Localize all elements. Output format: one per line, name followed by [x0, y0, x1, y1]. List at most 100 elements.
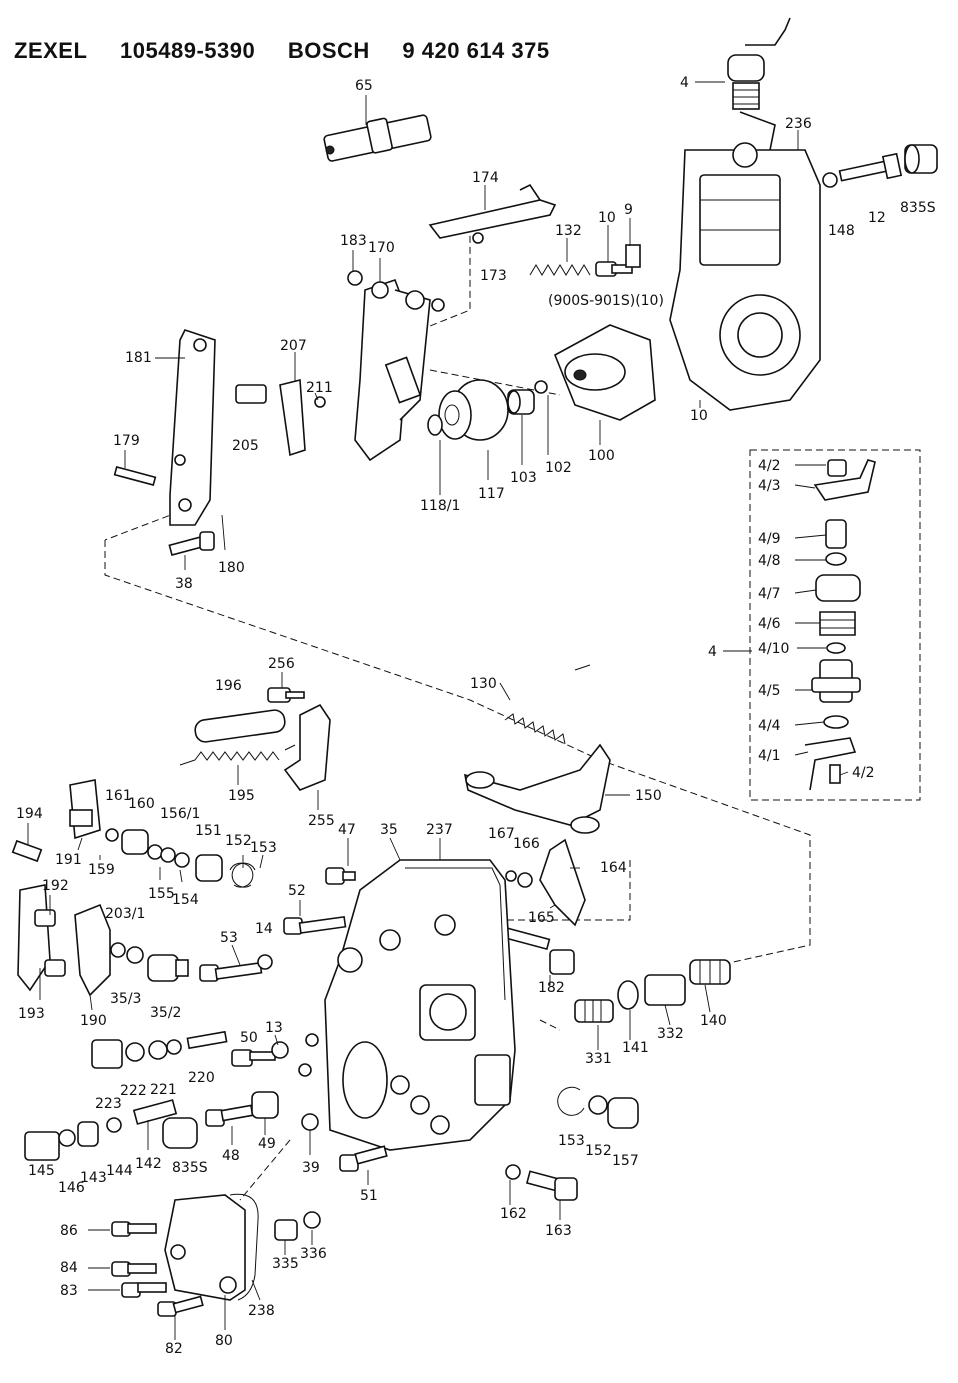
label-160: 160: [128, 796, 155, 812]
right-valve-parts: [574, 959, 731, 1023]
brand-zexel: ZEXEL: [14, 38, 88, 63]
part-48-bolt: [205, 1104, 254, 1127]
label-53: 53: [220, 930, 238, 946]
part-labels: 65 4 236 835S 12 148 174 183 170 173 132…: [16, 75, 936, 1357]
part-255-bracket: [283, 703, 331, 791]
label-4-2-bottom: 4/2: [852, 765, 875, 781]
bosch-part-number: 9 420 614 375: [402, 38, 550, 63]
left-fitting-stack: [91, 1030, 228, 1069]
label-51: 51: [360, 1188, 378, 1204]
label-141: 141: [622, 1040, 649, 1056]
governor-detail-box: [749, 449, 921, 801]
label-144: 144: [106, 1163, 133, 1179]
label-35-3: 35/3: [110, 991, 141, 1007]
label-100: 100: [588, 448, 615, 464]
label-4-4: 4/4: [758, 718, 781, 734]
label-50: 50: [240, 1030, 258, 1046]
label-4-main: 4: [708, 644, 717, 660]
label-238: 238: [248, 1303, 275, 1319]
label-335: 335: [272, 1256, 299, 1272]
part-207-plate: [235, 378, 326, 457]
part-117-sleeve: [438, 379, 509, 441]
label-835s-bottom: 835S: [172, 1160, 208, 1176]
part-118-1-washer: [427, 414, 443, 436]
label-49: 49: [258, 1136, 276, 1152]
label-4-6: 4/6: [758, 616, 781, 632]
label-145: 145: [28, 1163, 55, 1179]
part-35-3-nut: [126, 946, 144, 964]
part-132-spring: [529, 264, 591, 276]
label-65: 65: [355, 78, 373, 94]
part-53-bolt: [199, 954, 273, 982]
label-80: 80: [215, 1333, 233, 1349]
label-336: 336: [300, 1246, 327, 1262]
zexel-part-number: 105489-5390: [120, 38, 256, 63]
label-195: 195: [228, 788, 255, 804]
label-102: 102: [545, 460, 572, 476]
label-332: 332: [657, 1026, 684, 1042]
label-35: 35: [380, 822, 398, 838]
label-142: 142: [135, 1156, 162, 1172]
label-4-1: 4/1: [758, 748, 781, 764]
label-4-7: 4/7: [758, 586, 781, 602]
part-162-washer: [505, 1164, 521, 1180]
label-222: 222: [120, 1083, 147, 1099]
label-166: 166: [513, 836, 540, 852]
part-47-bolt: [325, 867, 356, 885]
label-146: 146: [58, 1180, 85, 1196]
label-152-top: 152: [225, 833, 252, 849]
label-4-9: 4/9: [758, 531, 781, 547]
part-150-lever: [463, 743, 611, 834]
part-835s-cap-bottom: [162, 1117, 198, 1149]
cover-bolts: [111, 1221, 204, 1317]
label-4-top: 4: [680, 75, 689, 91]
label-156-1: 156/1: [160, 806, 200, 822]
part-142-screw: [132, 1099, 178, 1125]
right-plug-parts: [557, 1086, 639, 1129]
label-900s-901s: (900S-901S)(10): [548, 293, 664, 309]
label-12: 12: [868, 210, 886, 226]
label-192: 192: [42, 878, 69, 894]
label-162: 162: [500, 1206, 527, 1222]
label-163: 163: [545, 1223, 572, 1239]
label-4-10: 4/10: [758, 641, 789, 657]
bottom-left-fittings: [24, 1117, 122, 1161]
label-154: 154: [172, 892, 199, 908]
part-238-gasket: [229, 1193, 259, 1301]
label-220: 220: [188, 1070, 215, 1086]
label-82: 82: [165, 1341, 183, 1357]
label-174: 174: [472, 170, 499, 186]
label-140: 140: [700, 1013, 727, 1029]
label-256: 256: [268, 656, 295, 672]
label-130: 130: [470, 676, 497, 692]
label-35-2: 35/2: [150, 1005, 181, 1021]
part-10-bolt-top: [595, 261, 633, 277]
label-331: 331: [585, 1051, 612, 1067]
part-35-2-fitting: [147, 954, 189, 982]
part-835s-cap-top: [904, 144, 938, 174]
part-195-spring: [179, 744, 296, 766]
part-203-1-washer: [110, 942, 126, 958]
part-38-bolt: [168, 531, 215, 556]
label-183: 183: [340, 233, 367, 249]
part-170-lever: [347, 270, 445, 462]
part-39-nut: [301, 1113, 319, 1131]
part-130-spring: [504, 664, 591, 745]
governor-housing: [669, 142, 821, 411]
part-9-clip: [625, 244, 641, 268]
label-207: 207: [280, 338, 307, 354]
part-51-bolt: [339, 1145, 388, 1172]
part-190-weight: [74, 903, 111, 997]
label-159: 159: [88, 862, 115, 878]
label-173: 173: [480, 268, 507, 284]
part-12-bolt: [822, 152, 903, 188]
part-335-336-nut: [274, 1211, 321, 1241]
label-170: 170: [368, 240, 395, 256]
label-150: 150: [635, 788, 662, 804]
label-48: 48: [222, 1148, 240, 1164]
label-10-bottom: 10: [690, 408, 708, 424]
label-181: 181: [125, 350, 152, 366]
label-117: 117: [478, 486, 505, 502]
part-194-screw: [11, 839, 43, 863]
part-35-pump-body: [298, 859, 516, 1151]
